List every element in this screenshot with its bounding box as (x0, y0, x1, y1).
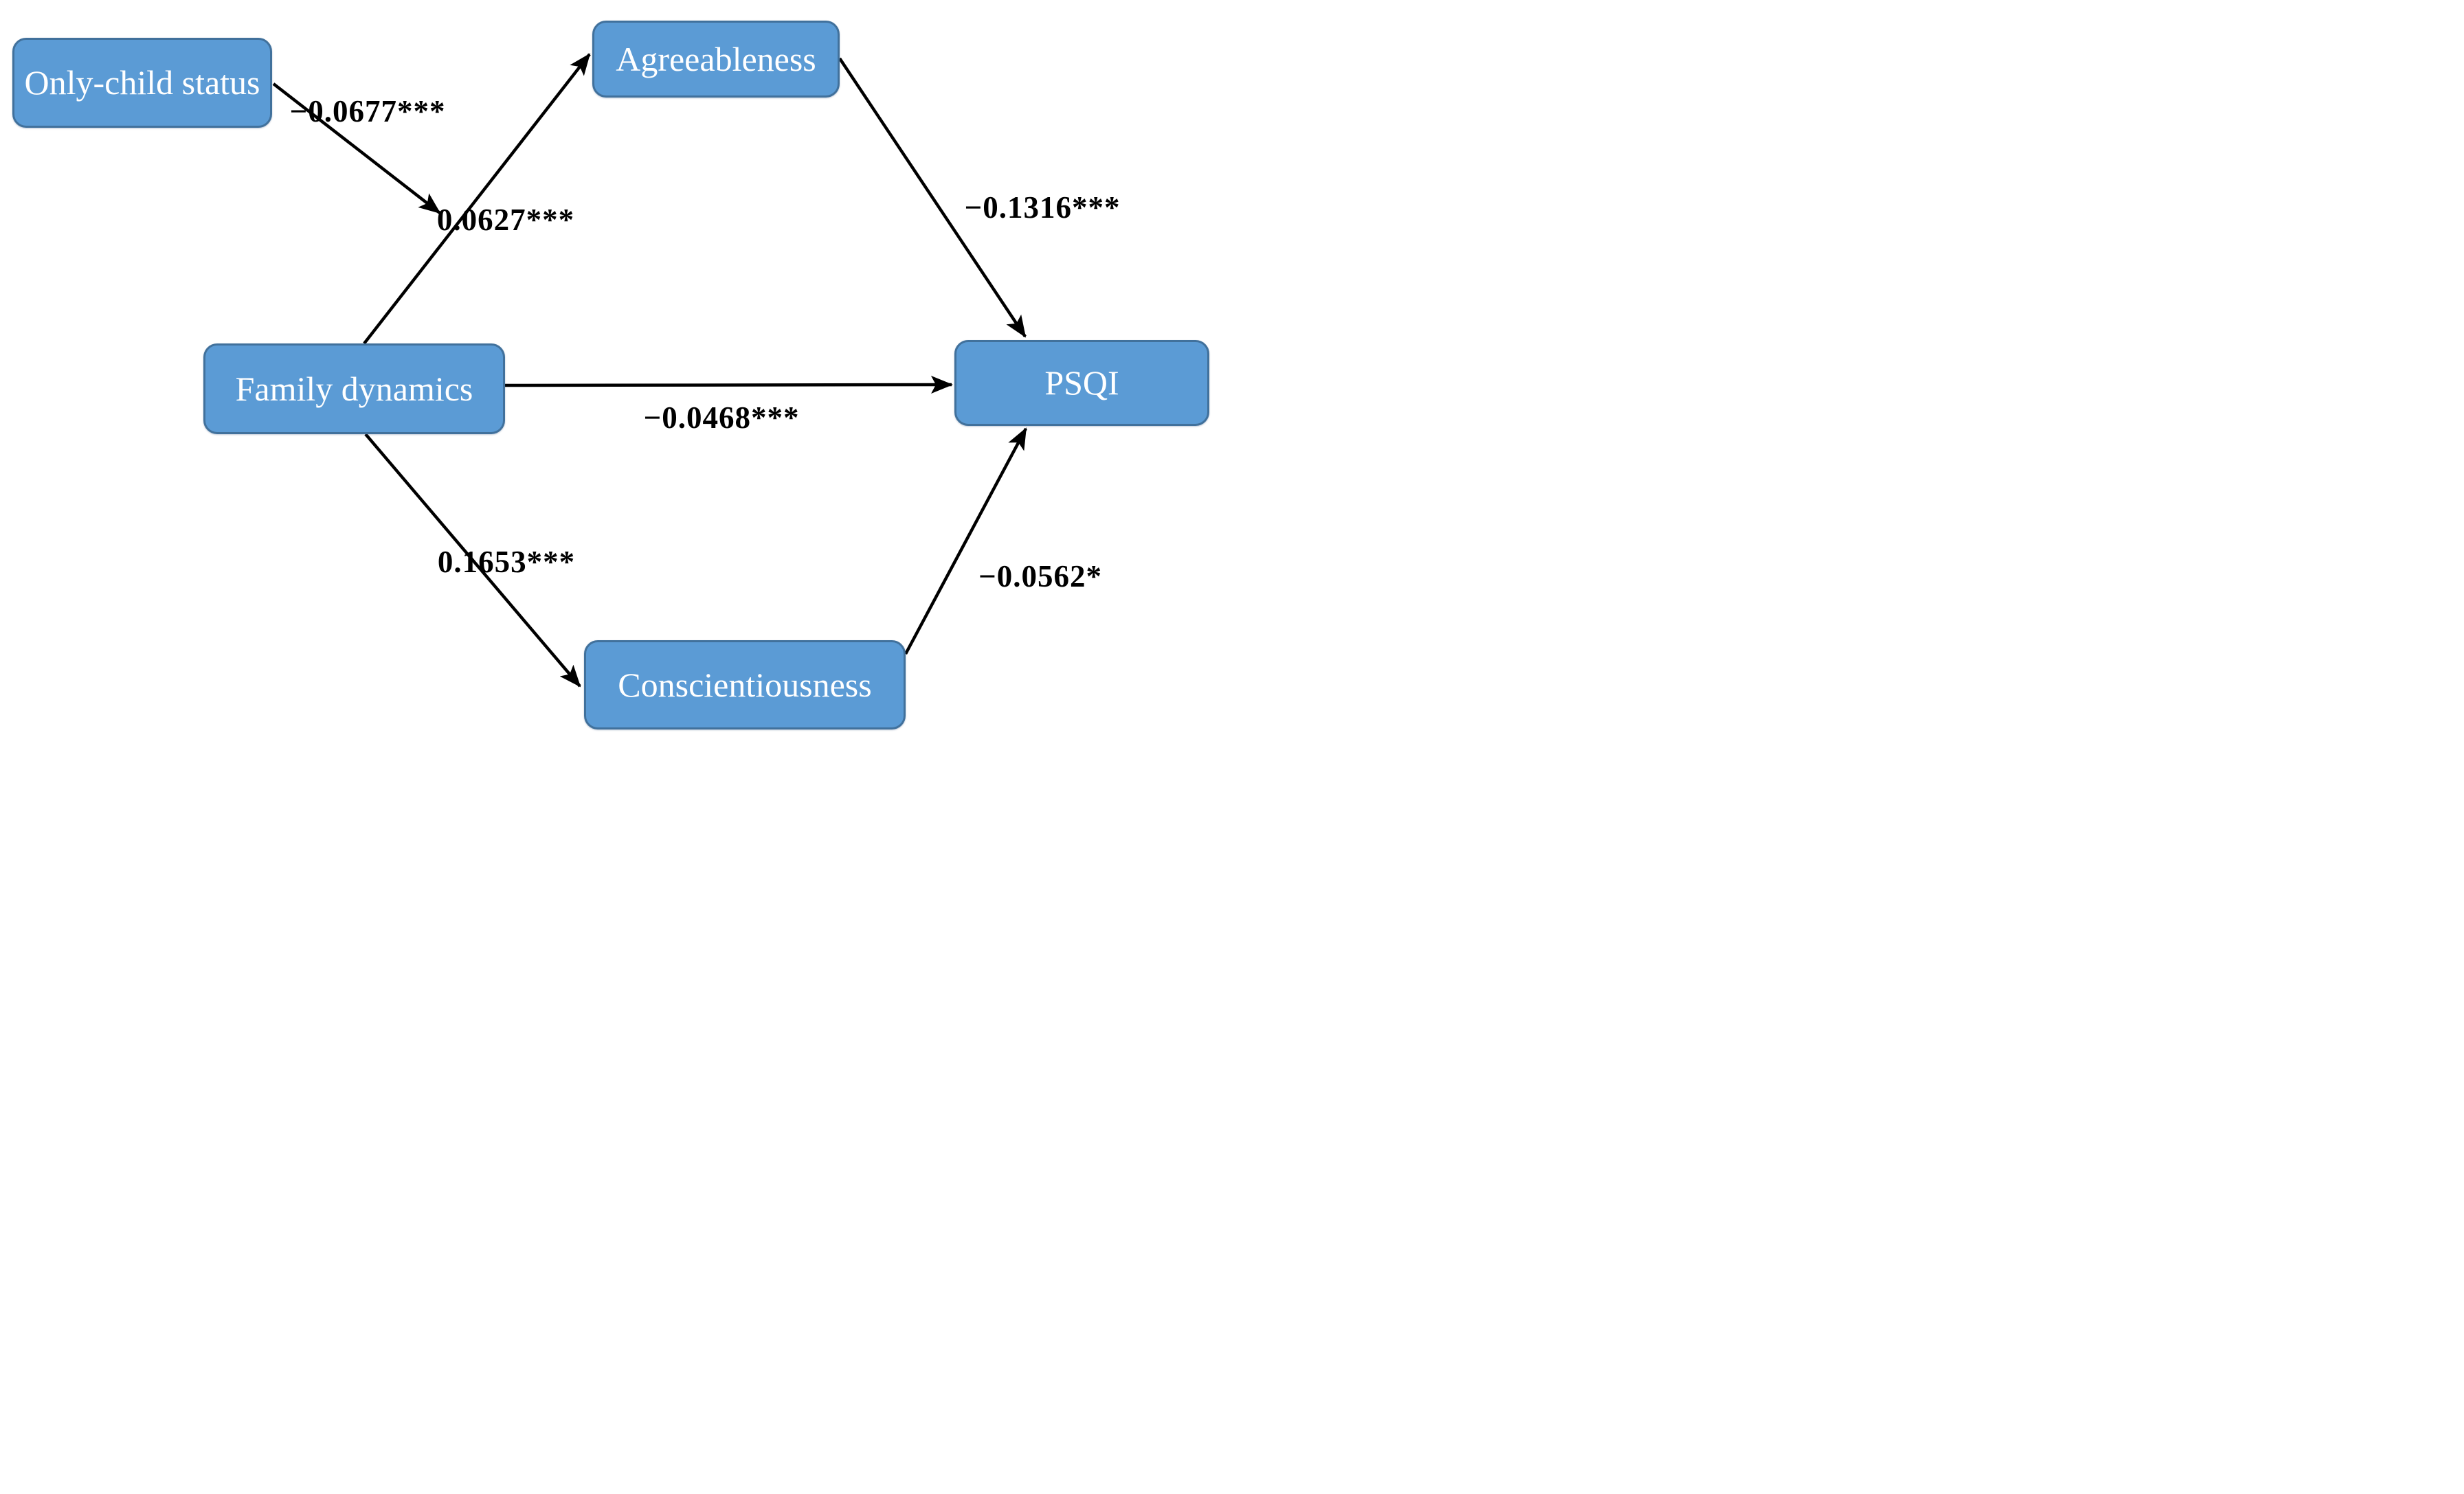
node-family-dynamics-label: Family dynamics (235, 369, 473, 408)
coefficient-family-agreeableness: 0.0627*** (436, 203, 575, 237)
path-diagram: Only-child status Agreeableness Family d… (0, 0, 1232, 747)
arrow-agreeableness-to-psqi (838, 57, 1027, 338)
node-only-child-status: Only-child status (12, 38, 272, 128)
arrow-conscientiousness-to-psqi (904, 427, 1027, 655)
node-agreeableness: Agreeableness (592, 21, 840, 98)
coefficient-family-conscientiousness: 0.1653*** (437, 545, 576, 579)
arrow-onlychild-to-family (272, 82, 441, 214)
arrow-family-to-conscientiousness (364, 433, 581, 688)
node-agreeableness-label: Agreeableness (616, 39, 816, 78)
node-conscientiousness: Conscientiousness (584, 640, 906, 729)
coefficient-onlychild-family: −0.0677*** (289, 94, 446, 128)
coefficient-agreeableness-psqi: −0.1316*** (964, 190, 1121, 225)
node-psqi-label: PSQI (1044, 363, 1119, 402)
node-psqi: PSQI (954, 340, 1209, 426)
arrows-layer (272, 53, 1027, 688)
node-only-child-status-label: Only-child status (24, 63, 260, 102)
coefficient-conscientiousness-psqi: −0.0562* (978, 559, 1102, 593)
arrow-family-to-agreeableness (363, 53, 591, 345)
coefficient-family-psqi: −0.0468*** (643, 400, 800, 435)
node-family-dynamics: Family dynamics (203, 343, 505, 434)
node-conscientiousness-label: Conscientiousness (618, 665, 872, 704)
